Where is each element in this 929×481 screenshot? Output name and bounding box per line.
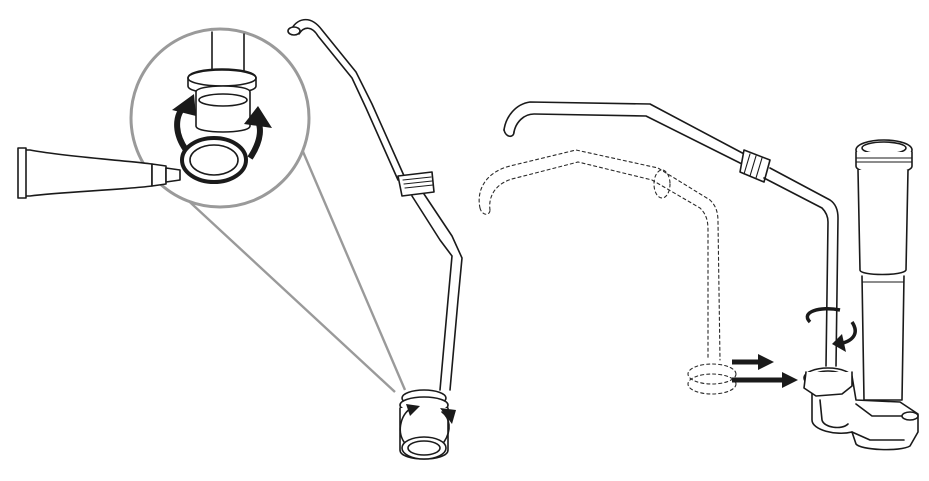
upper-spray-tube [855, 139, 913, 401]
manifold-housing [803, 367, 919, 451]
o-ring [180, 136, 248, 184]
rotate-arrows [172, 94, 272, 160]
spray-arm-pipe [287, 18, 463, 391]
rotate-arrows-small [399, 404, 456, 443]
pipe-ghost-position [478, 149, 737, 395]
pipe-coupling-nut [397, 171, 435, 197]
pipe-installed-position [503, 101, 839, 367]
pipe-bottom-fitting [399, 389, 449, 460]
rotate-arrow [805, 307, 857, 352]
zoom-callout [129, 27, 311, 209]
push-arrows [732, 354, 798, 388]
lubricant-tube [17, 147, 181, 199]
pipe-coupling [739, 149, 771, 183]
